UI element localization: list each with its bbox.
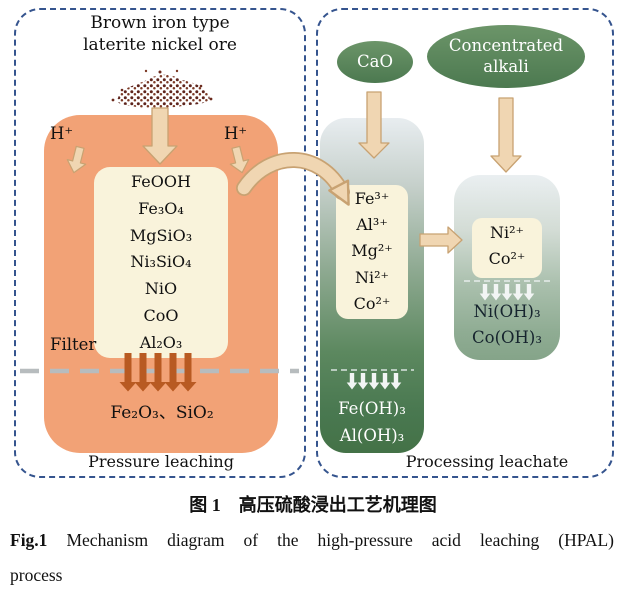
ion-formula: Mg²⁺ xyxy=(351,241,393,261)
processing-leachate-panel xyxy=(316,8,614,478)
precipitate-formula: Fe(OH)₃ xyxy=(338,399,406,418)
mineral-formula: Fe₃O₄ xyxy=(138,198,184,218)
cao-reagent-ellipse: CaO xyxy=(337,41,413,83)
mineral-formula: CoO xyxy=(143,305,179,325)
ion-formula: Co²⁺ xyxy=(488,249,526,268)
ion-formula: Al³⁺ xyxy=(356,215,388,235)
ion-formula: Fe³⁺ xyxy=(354,189,390,208)
ore-title-line2: laterite nickel ore xyxy=(83,35,237,55)
alkali-reagent-ellipse: Concentrated alkali xyxy=(427,25,585,88)
leachate-ion-box: Fe³⁺ Al³⁺ Mg²⁺ Ni²⁺ Co²⁺ xyxy=(336,185,408,319)
mineral-formula: Ni₃SiO₄ xyxy=(130,252,192,272)
caption-chinese: 图 1 高压硫酸浸出工艺机理图 xyxy=(189,495,437,515)
h-plus-right-label: H⁺ xyxy=(224,124,248,143)
mineral-formula: Al₂O₃ xyxy=(139,332,183,352)
residue-label: Fe₂O₃、SiO₂ xyxy=(110,403,214,423)
pressure-leaching-panel xyxy=(14,8,306,478)
figure-number-label: Fig.1 xyxy=(10,530,48,550)
ion-formula: Co²⁺ xyxy=(353,293,391,313)
alkali-label-line1: Concentrated xyxy=(448,36,564,55)
cao-label: CaO xyxy=(357,52,393,71)
mineral-box: FeOOH Fe₃O₄ MgSiO₃ Ni₃SiO₄ NiO CoO Al₂O₃ xyxy=(94,167,228,358)
caption-english-text: Mechanism diagram of the high-pressure a… xyxy=(66,530,614,550)
caption-english-line1: Fig.1 Mechanism diagram of the high-pres… xyxy=(10,530,614,551)
alkali-label-line2: alkali xyxy=(483,57,529,76)
ore-title-line1: Brown iron type xyxy=(90,13,230,33)
refined-ion-box: Ni²⁺ Co²⁺ xyxy=(472,218,542,278)
mineral-formula: NiO xyxy=(144,279,178,299)
ion-formula: Ni²⁺ xyxy=(355,267,389,287)
nickel-cobalt-precipitates: Ni(OH)₃ Co(OH)₃ xyxy=(454,299,560,351)
mineral-formula: MgSiO₃ xyxy=(129,225,193,245)
h-plus-left-label: H⁺ xyxy=(50,124,74,143)
precipitate-formula: Ni(OH)₃ xyxy=(473,302,541,321)
filter-label: Filter xyxy=(50,335,97,354)
precipitate-formula: Co(OH)₃ xyxy=(472,328,542,347)
ore-title: Brown iron type laterite nickel ore xyxy=(40,12,280,56)
caption-english-line2: process xyxy=(10,565,63,585)
pressure-leaching-label: Pressure leaching xyxy=(88,452,234,471)
ion-formula: Ni²⁺ xyxy=(490,223,524,242)
processing-leachate-label: Processing leachate xyxy=(405,452,569,471)
precipitate-formula: Al(OH)₃ xyxy=(339,426,405,445)
iron-aluminium-precipitates: Fe(OH)₃ Al(OH)₃ xyxy=(320,395,424,449)
mineral-formula: FeOOH xyxy=(131,172,191,191)
